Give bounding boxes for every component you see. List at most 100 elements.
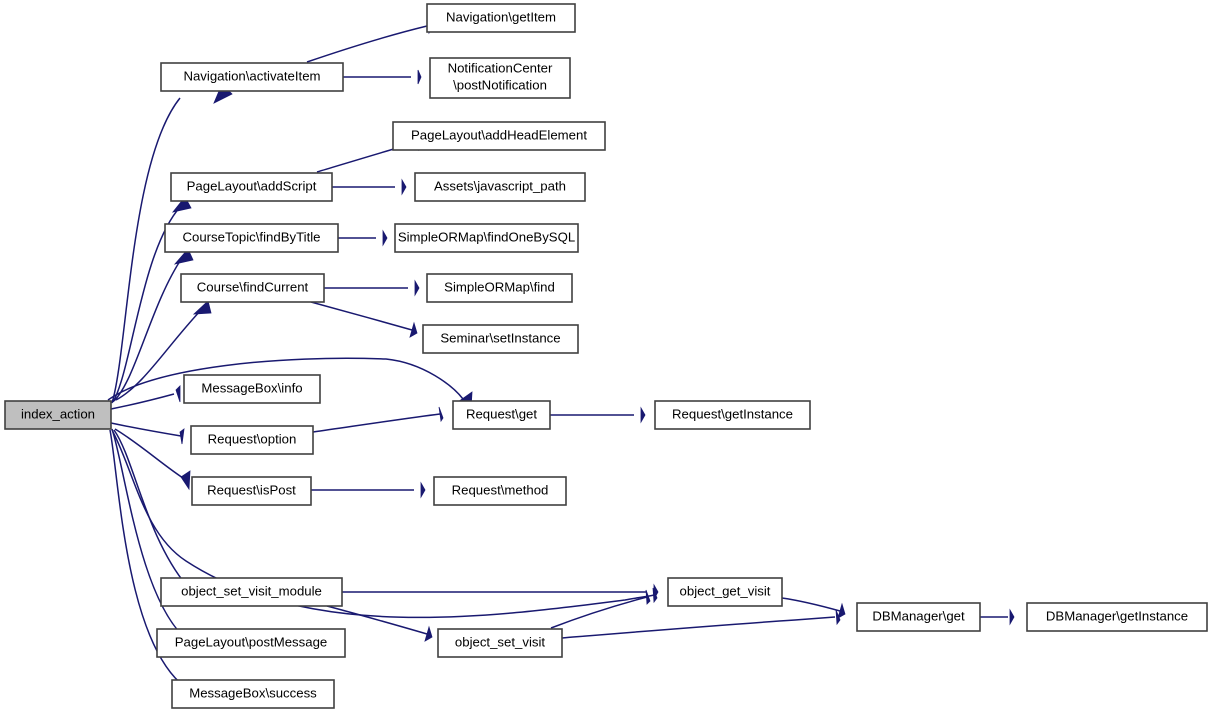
call-edge-navigation_activateitem-to-notificationcenter_post — [342, 69, 422, 85]
node-box[interactable] — [452, 400, 551, 430]
node-dbmanager_get[interactable]: DBManager\get — [856, 602, 981, 632]
node-box[interactable] — [392, 121, 606, 151]
edge-line — [111, 97, 181, 404]
node-label: Request\isPost — [207, 482, 296, 497]
node-box[interactable] — [437, 628, 563, 658]
node-box[interactable] — [1026, 602, 1208, 632]
node-box[interactable] — [171, 679, 335, 709]
node-label: Assets\javascript_path — [434, 178, 566, 193]
node-label: PageLayout\addHeadElement — [411, 127, 587, 142]
node-label: Request\method — [452, 482, 549, 497]
call-edge-request_ispost-to-request_method — [311, 481, 426, 499]
arrowhead-icon — [417, 69, 422, 85]
node-simpleormap_findonebysql[interactable]: SimpleORMap\findOneBySQL — [394, 223, 579, 253]
node-box[interactable] — [190, 425, 314, 455]
node-label: PageLayout\postMessage — [175, 634, 328, 649]
node-navigation_getitem[interactable]: Navigation\getItem — [426, 3, 576, 33]
node-object_get_visit[interactable]: object_get_visit — [667, 577, 783, 607]
node-box[interactable] — [170, 172, 333, 202]
node-label: object_set_visit_module — [181, 583, 322, 598]
node-request_get[interactable]: Request\get — [452, 400, 551, 430]
node-messagebox_info[interactable]: MessageBox\info — [183, 374, 321, 404]
node-pagelayout_addheadelement[interactable]: PageLayout\addHeadElement — [392, 121, 606, 151]
arrowhead-icon — [1009, 608, 1015, 626]
node-simpleormap_find[interactable]: SimpleORMap\find — [426, 273, 573, 303]
node-label: DBManager\getInstance — [1046, 608, 1188, 623]
call-edge-object_get_visit-to-dbmanager_get — [781, 597, 846, 619]
node-label: index_action — [21, 406, 95, 421]
edge-line — [561, 616, 836, 639]
node-box[interactable] — [426, 273, 573, 303]
node-box[interactable] — [426, 3, 576, 33]
node-label: Request\option — [208, 431, 297, 446]
node-coursetopic_findbytitle[interactable]: CourseTopic\findByTitle — [164, 223, 339, 253]
node-object_set_visit[interactable]: object_set_visit — [437, 628, 563, 658]
node-label: MessageBox\info — [201, 380, 302, 395]
node-object_set_visit_module[interactable]: object_set_visit_module — [160, 577, 343, 607]
node-label: PageLayout\addScript — [187, 178, 317, 193]
node-box[interactable] — [394, 223, 579, 253]
arrowhead-icon — [652, 587, 658, 604]
node-pagelayout_postmessage[interactable]: PageLayout\postMessage — [156, 628, 346, 658]
arrowhead-icon — [401, 178, 407, 196]
node-navigation_activateitem[interactable]: Navigation\activateItem — [160, 62, 344, 92]
call-edge-index_action-to-request_ispost — [114, 428, 191, 491]
node-label: object_get_visit — [680, 583, 771, 598]
node-box[interactable] — [160, 62, 344, 92]
call-edge-request_get-to-request_getinstance — [550, 406, 646, 424]
node-box[interactable] — [414, 172, 586, 202]
call-edge-request_option-to-request_get — [312, 406, 444, 433]
call-edge-object_set_visit-to-dbmanager_get — [561, 609, 841, 639]
node-notificationcenter_post[interactable]: NotificationCenter\postNotification — [429, 57, 571, 99]
node-label: Navigation\activateItem — [183, 68, 320, 83]
call-edge-pagelayout_addscript-to-assets_javascript_path — [331, 178, 407, 196]
node-box[interactable] — [429, 57, 571, 99]
node-request_method[interactable]: Request\method — [433, 476, 567, 506]
node-box[interactable] — [156, 628, 346, 658]
call-edge-index_action-to-course_findcurrent — [115, 300, 212, 401]
node-assets_javascript_path[interactable]: Assets\javascript_path — [414, 172, 586, 202]
call-edge-dbmanager_get-to-dbmanager_getinstance — [980, 608, 1015, 626]
node-box[interactable] — [180, 273, 325, 303]
arrowhead-icon — [192, 300, 212, 315]
call-edge-object_set_visit-to-object_get_visit — [550, 589, 651, 629]
node-label: Course\findCurrent — [197, 279, 309, 294]
call-edge-index_action-to-object_get_visit — [111, 429, 658, 619]
edge-line — [113, 429, 188, 587]
node-box[interactable] — [4, 400, 112, 430]
node-request_getinstance[interactable]: Request\getInstance — [654, 400, 811, 430]
node-course_findcurrent[interactable]: Course\findCurrent — [180, 273, 325, 303]
edges-layer — [107, 18, 1015, 694]
node-label: SimpleORMap\findOneBySQL — [398, 229, 575, 244]
node-dbmanager_getinstance[interactable]: DBManager\getInstance — [1026, 602, 1208, 632]
call-edge-index_action-to-messagebox_info — [110, 385, 181, 410]
node-box[interactable] — [160, 577, 343, 607]
edge-line — [107, 357, 464, 401]
node-label: NotificationCenter\postNotification — [448, 61, 553, 93]
edge-line — [550, 596, 648, 629]
edge-line — [306, 25, 428, 63]
node-seminar_setinstance[interactable]: Seminar\setInstance — [422, 324, 579, 354]
node-request_ispost[interactable]: Request\isPost — [191, 476, 312, 506]
edge-line — [312, 413, 441, 433]
node-pagelayout_addscript[interactable]: PageLayout\addScript — [170, 172, 333, 202]
node-box[interactable] — [433, 476, 567, 506]
node-label: MessageBox\success — [189, 685, 317, 700]
node-request_option[interactable]: Request\option — [190, 425, 314, 455]
nodes-layer: index_action Navigation\activateItem Navig… — [4, 3, 1208, 709]
node-messagebox_success[interactable]: MessageBox\success — [171, 679, 335, 709]
node-box[interactable] — [164, 223, 339, 253]
node-box[interactable] — [422, 324, 579, 354]
node-box[interactable] — [654, 400, 811, 430]
node-label: Navigation\getItem — [446, 9, 556, 24]
node-box[interactable] — [191, 476, 312, 506]
arrowhead-icon — [382, 229, 388, 247]
node-box[interactable] — [667, 577, 783, 607]
arrowhead-icon — [175, 385, 181, 403]
call-edge-course_findcurrent-to-seminar_setinstance — [310, 301, 418, 338]
node-box[interactable] — [856, 602, 981, 632]
node-index_action[interactable]: index_action — [4, 400, 112, 430]
node-box[interactable] — [183, 374, 321, 404]
